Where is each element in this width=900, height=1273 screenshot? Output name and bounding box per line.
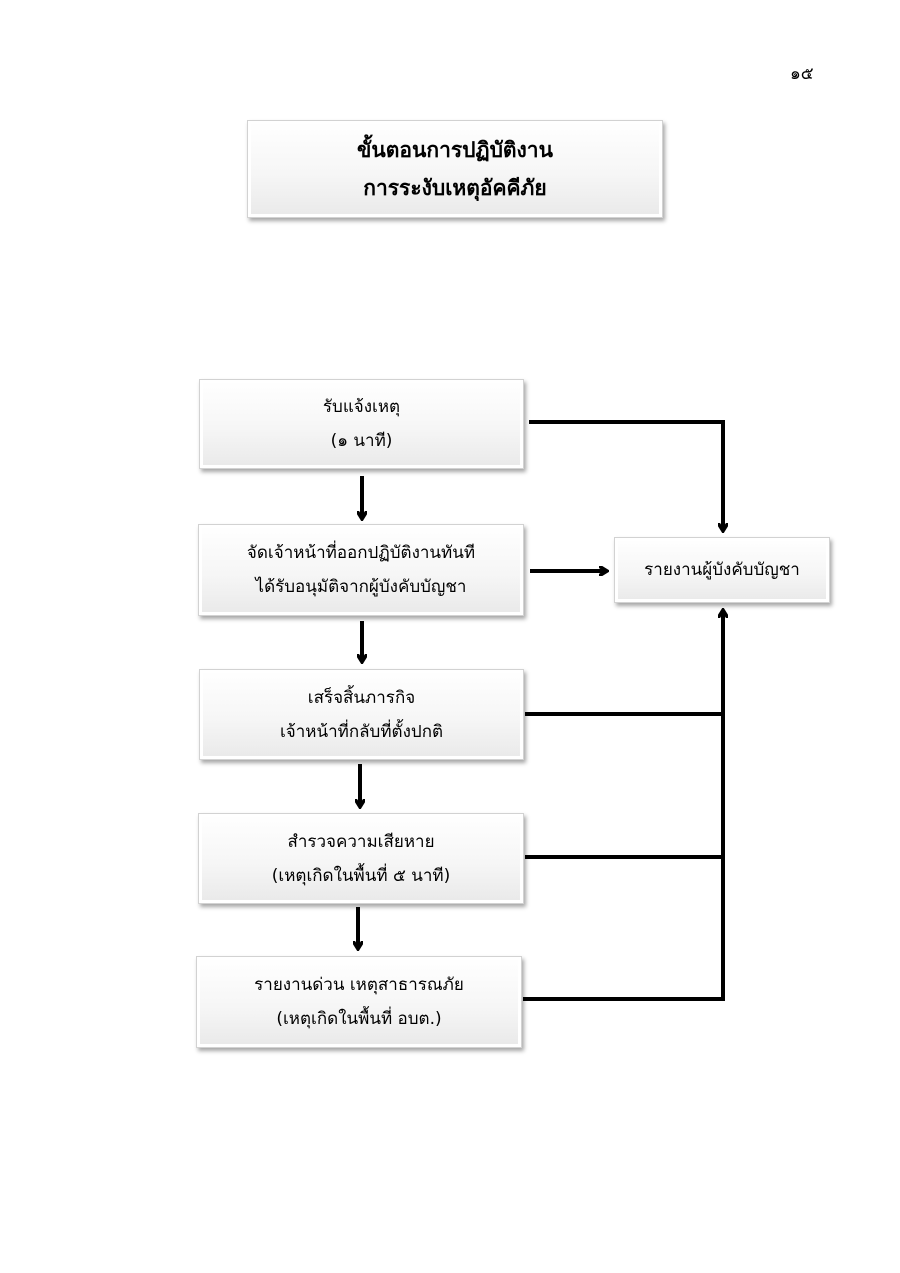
step-1-line-1: รับแจ้งเหตุ xyxy=(322,397,401,417)
step-1-line-2: (๑ นาที) xyxy=(330,431,393,451)
line-step5-to-trunk xyxy=(523,860,725,1001)
title-line-2: การระงับเหตุอัคคีภัย xyxy=(363,176,547,200)
step-2-line-1: จัดเจ้าหน้าที่ออกปฏิบัติงานทันที xyxy=(246,543,476,563)
step-dispatch-staff: จัดเจ้าหน้าที่ออกปฏิบัติงานทันที ได้รับอ… xyxy=(198,524,524,616)
page-number: ๑๕ xyxy=(790,64,814,84)
report-to-supervisor-box: รายงานผู้บังคับบัญชา xyxy=(614,537,830,603)
step-5-line-1: รายงานด่วน เหตุสาธารณภัย xyxy=(254,975,464,995)
step-mission-complete: เสร็จสิ้นภารกิจ เจ้าหน้าที่กลับที่ตั้งปก… xyxy=(199,669,524,760)
step-3-line-1: เสร็จสิ้นภารกิจ xyxy=(307,687,416,708)
step-receive-report: รับแจ้งเหตุ (๑ นาที) xyxy=(199,379,524,469)
title-line-1: ขั้นตอนการปฏิบัติงาน xyxy=(357,138,553,162)
title-box: ขั้นตอนการปฏิบัติงาน การระงับเหตุอัคคีภั… xyxy=(247,120,663,218)
step-5-line-2: (เหตุเกิดในพื้นที่ อบต.) xyxy=(276,1009,442,1029)
step-4-line-1: สำรวจความเสียหาย xyxy=(287,831,435,852)
report-box-label: รายงานผู้บังคับบัญชา xyxy=(644,560,800,580)
step-2-line-2: ได้รับอนุมัติจากผู้บังคับบัญชา xyxy=(255,577,467,597)
step-damage-survey: สำรวจความเสียหาย (เหตุเกิดในพื้นที่ ๕ นา… xyxy=(198,813,524,904)
arrow-step1-to-report xyxy=(529,420,723,530)
step-urgent-report: รายงานด่วน เหตุสาธารณภัย (เหตุเกิดในพื้น… xyxy=(196,956,522,1048)
step-3-line-2: เจ้าหน้าที่กลับที่ตั้งปกติ xyxy=(279,721,444,742)
step-4-line-2: (เหตุเกิดในพื้นที่ ๕ นาที) xyxy=(271,865,451,886)
